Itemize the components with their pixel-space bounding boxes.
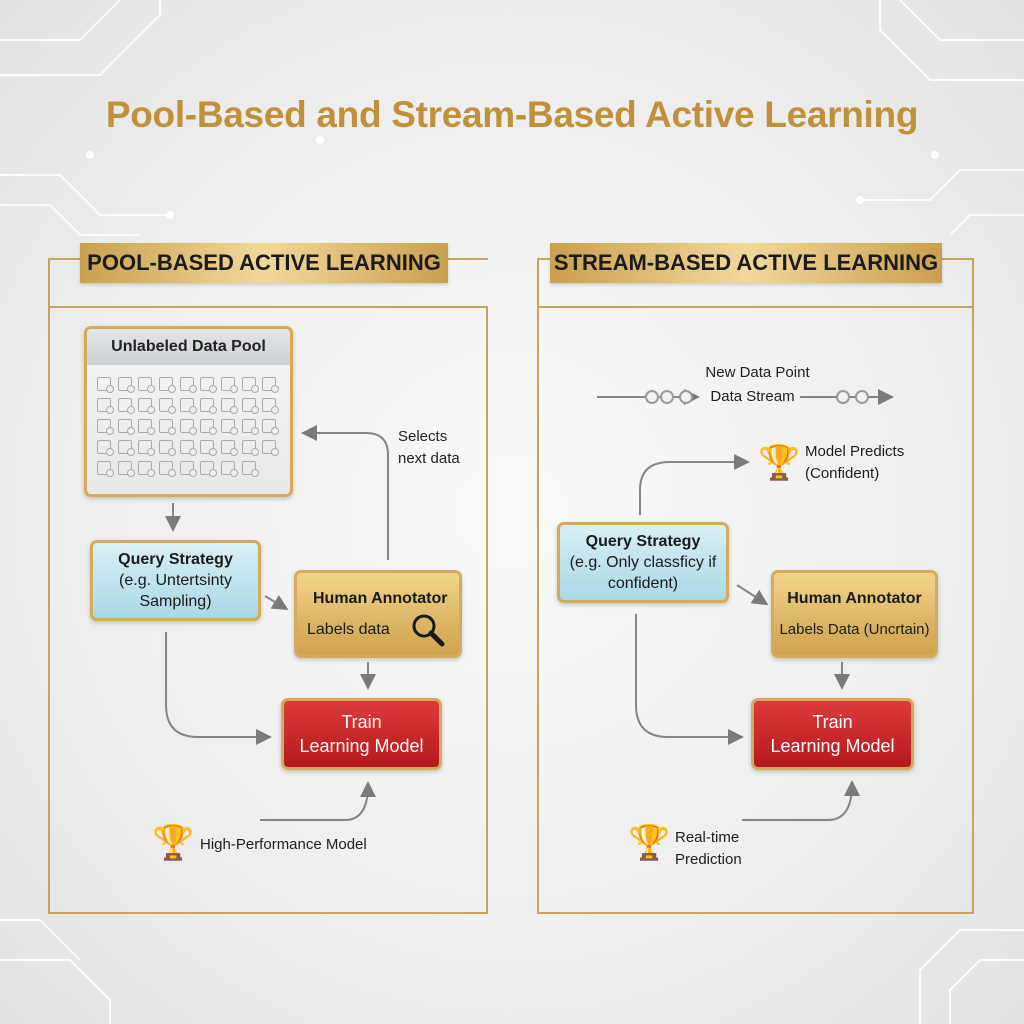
document-icon [138, 398, 156, 414]
document-icon [200, 398, 218, 414]
document-icon [220, 461, 238, 477]
document-icon [97, 377, 114, 393]
panel-divider [972, 258, 974, 308]
data-stream-label: Data Stream [710, 388, 795, 405]
document-icon [262, 398, 280, 414]
pool-banner: POOL-BASED ACTIVE LEARNING [80, 243, 448, 283]
document-icon [138, 461, 156, 477]
document-icon [97, 461, 114, 477]
pool-result-label: High-Performance Model [200, 836, 367, 853]
document-icon [117, 419, 135, 435]
document-icon [158, 419, 176, 435]
document-icon [200, 377, 218, 393]
panel-divider [48, 258, 50, 308]
page-title: Pool-Based and Stream-Based Active Learn… [105, 94, 919, 135]
document-icon [200, 419, 218, 435]
new-data-point-label: New Data Point [705, 364, 810, 381]
document-icon [220, 398, 238, 414]
document-icon [117, 461, 135, 477]
document-icon [158, 461, 176, 477]
document-icon [262, 440, 280, 456]
document-icon [241, 461, 259, 477]
document-icon [179, 440, 197, 456]
document-icon [262, 419, 280, 435]
model-predicts-label: Model Predicts(Confident) [805, 443, 905, 482]
document-icon [97, 398, 114, 414]
document-icon [158, 440, 176, 456]
trophy-icon: 🏆 [758, 444, 801, 482]
document-icon [220, 377, 238, 393]
magnifier-icon [412, 614, 445, 647]
stream-panel [537, 306, 974, 914]
document-icon [97, 440, 114, 456]
panel-divider [537, 258, 539, 308]
document-icon [158, 377, 176, 393]
document-icon [179, 419, 197, 435]
document-icon [138, 440, 156, 456]
document-icon [97, 419, 114, 435]
document-icon [262, 377, 280, 393]
document-icon [158, 398, 176, 414]
document-icon [138, 377, 156, 393]
document-icon [241, 377, 259, 393]
document-icon [241, 419, 259, 435]
trophy-icon: 🏆 [152, 824, 195, 862]
document-icon [200, 461, 218, 477]
data-pool-title: Unlabeled Data Pool [87, 329, 290, 365]
pool-panel [48, 306, 488, 914]
document-icon [179, 398, 197, 414]
document-icon [220, 419, 238, 435]
document-icon [241, 398, 259, 414]
document-icon [220, 440, 238, 456]
pool-human-annotator: Human Annotator Labels data [294, 570, 462, 658]
stream-banner: STREAM-BASED ACTIVE LEARNING [550, 243, 942, 283]
document-icon [117, 398, 135, 414]
document-icon [200, 440, 218, 456]
trophy-icon: 🏆 [628, 824, 671, 862]
document-icon [117, 440, 135, 456]
data-item-grid [87, 365, 290, 487]
document-icon [179, 461, 197, 477]
unlabeled-data-pool: Unlabeled Data Pool [84, 326, 293, 497]
document-icon [138, 419, 156, 435]
document-icon [241, 440, 259, 456]
document-icon [117, 377, 135, 393]
document-icon [179, 377, 197, 393]
